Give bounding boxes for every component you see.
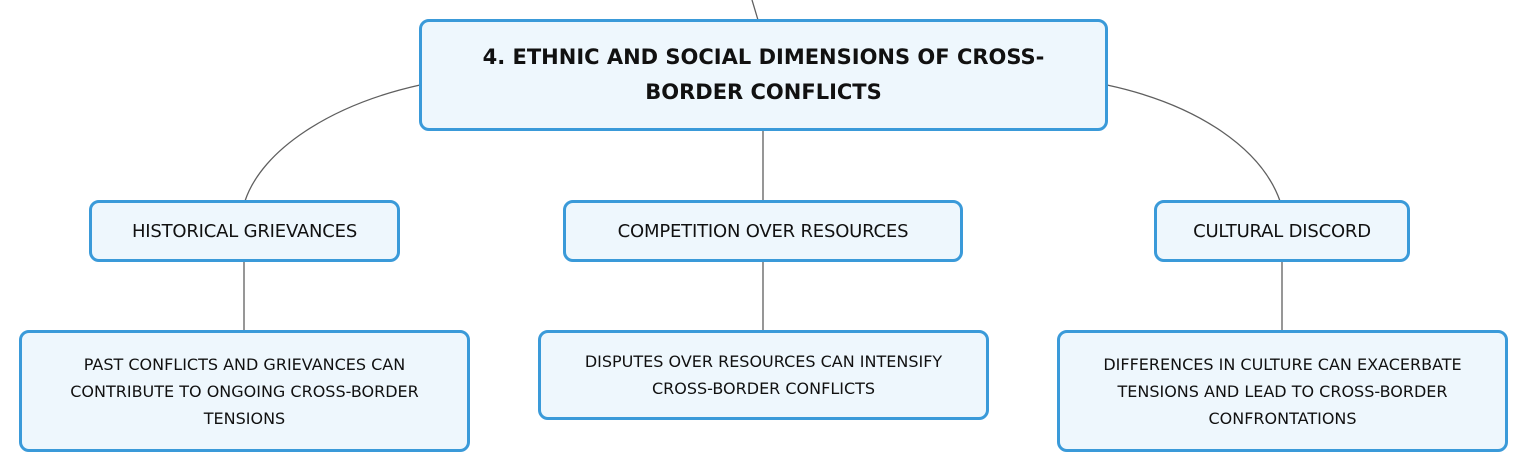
topic-label-cultural-discord: CULTURAL DISCORD bbox=[1193, 220, 1371, 242]
root-topic-title: 4. ETHNIC AND SOCIAL DIMENSIONS OF CROSS… bbox=[482, 45, 1045, 104]
topic-node-competition-over-resources[interactable]: COMPETITION OVER RESOURCES bbox=[563, 200, 963, 262]
detail-text-historical-grievances: PAST CONFLICTS AND GRIEVANCES CAN CONTRI… bbox=[70, 354, 419, 428]
detail-node-historical-grievances[interactable]: PAST CONFLICTS AND GRIEVANCES CAN CONTRI… bbox=[19, 330, 470, 452]
connector-from-parent bbox=[751, 0, 759, 21]
connector-root-to-historical-grievances bbox=[244, 84, 421, 202]
topic-label-competition-over-resources: COMPETITION OVER RESOURCES bbox=[617, 220, 909, 242]
connector-root-to-cultural-discord bbox=[1106, 84, 1281, 202]
topic-node-cultural-discord[interactable]: CULTURAL DISCORD bbox=[1154, 200, 1410, 262]
root-topic-node[interactable]: 4. ETHNIC AND SOCIAL DIMENSIONS OF CROSS… bbox=[419, 19, 1108, 131]
topic-label-historical-grievances: HISTORICAL GRIEVANCES bbox=[131, 220, 358, 242]
detail-text-competition-over-resources: DISPUTES OVER RESOURCES CAN INTENSIFY CR… bbox=[584, 352, 943, 398]
topic-node-historical-grievances[interactable]: HISTORICAL GRIEVANCES bbox=[89, 200, 400, 262]
detail-text-cultural-discord: DIFFERENCES IN CULTURE CAN EXACERBATE TE… bbox=[1103, 354, 1462, 428]
detail-node-competition-over-resources[interactable]: DISPUTES OVER RESOURCES CAN INTENSIFY CR… bbox=[538, 330, 989, 420]
detail-node-cultural-discord[interactable]: DIFFERENCES IN CULTURE CAN EXACERBATE TE… bbox=[1057, 330, 1508, 452]
